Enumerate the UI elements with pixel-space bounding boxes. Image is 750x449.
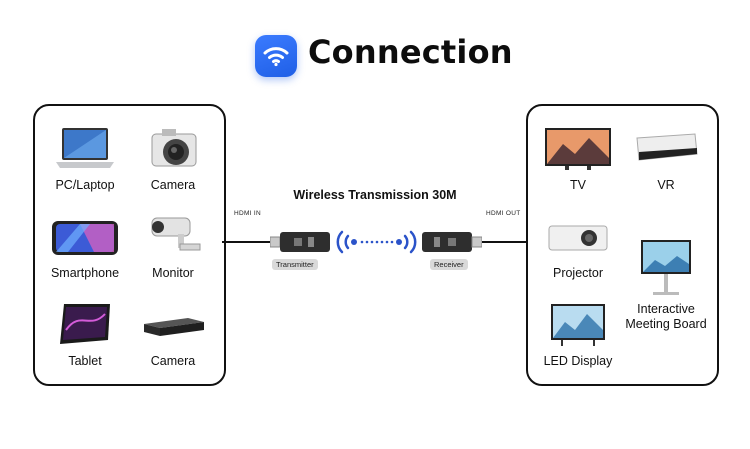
device-label: Smartphone — [50, 266, 120, 280]
hdmi-in-label: HDMI IN — [234, 210, 262, 217]
device-label: Projector — [552, 266, 604, 280]
hdmi-out-label: HDMI OUT — [486, 210, 521, 217]
laptop-icon — [56, 128, 114, 168]
wifi-badge — [255, 35, 297, 77]
wireless-signal-icon — [336, 230, 417, 254]
receiver-dongle-icon — [422, 232, 482, 252]
hdmi-in-cable — [222, 241, 272, 243]
device-camera: Camera — [128, 124, 218, 193]
tablet-icon — [60, 304, 110, 344]
device-monitor: Monitor — [128, 212, 218, 281]
device-label: Camera — [150, 178, 196, 192]
device-meeting-board: Interactive Meeting Board — [621, 238, 711, 332]
device-label: LED Display — [543, 354, 613, 368]
transmitter-label: Transmitter — [272, 259, 318, 270]
hdmi-out-cable — [478, 241, 526, 243]
projector-icon — [548, 225, 608, 251]
device-vr: VR — [621, 124, 711, 193]
smartphone-icon — [52, 221, 118, 255]
device-led-display: LED Display — [533, 300, 623, 369]
camera-icon — [151, 129, 197, 167]
device-label: Monitor — [152, 266, 194, 280]
capture-device-icon — [144, 318, 204, 336]
device-tv: TV — [533, 124, 623, 193]
device-label: TV — [570, 178, 586, 192]
device-tablet: Tablet — [40, 300, 130, 369]
device-projector: Projector — [533, 212, 623, 281]
security-camera-icon — [151, 217, 201, 251]
device-capture: Camera — [128, 300, 218, 369]
wifi-icon — [263, 47, 289, 67]
display-devices-panel: TV VR Projector Interactive Meeting Boar… — [526, 104, 719, 386]
page-title: Connection — [308, 33, 513, 71]
device-smartphone: Smartphone — [40, 212, 130, 281]
transmitter-dongle-icon — [270, 232, 330, 252]
device-label: Camera — [150, 354, 196, 368]
source-devices-panel: PC/Laptop Camera Smartphone Monitor — [33, 104, 226, 386]
device-pc-laptop: PC/Laptop — [40, 124, 130, 193]
device-label: Tablet — [68, 354, 102, 368]
vr-headset-icon — [636, 133, 698, 161]
meeting-board-icon — [641, 240, 691, 295]
receiver-label: Receiver — [430, 259, 468, 270]
led-display-icon — [551, 304, 605, 346]
link-title: Wireless Transmission 30M — [293, 188, 457, 202]
device-label: PC/Laptop — [55, 178, 115, 192]
device-label: Interactive Meeting Board — [625, 302, 707, 331]
device-label: VR — [657, 178, 675, 192]
tv-icon — [545, 128, 611, 170]
